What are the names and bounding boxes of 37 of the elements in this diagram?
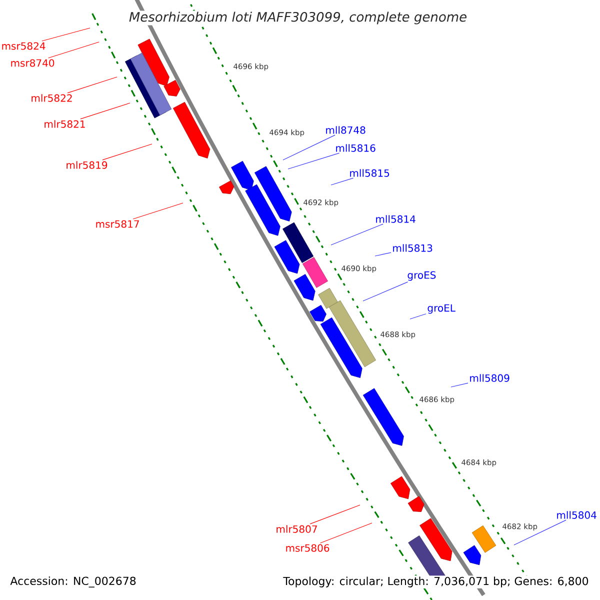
genome-info-text: Topology: circular; Length: 7,036,071 bp; Genes: 6,800: [282, 576, 590, 588]
title: Mesorhizobium loti MAFF303099, complete genome: [128, 10, 468, 26]
leader-line: [330, 178, 354, 186]
accession-text: Accession: NC_002678: [9, 576, 138, 588]
gene-label: groES: [408, 271, 436, 281]
gene-label: mll8748: [326, 126, 366, 134]
leader-line: [67, 76, 118, 94]
gene-label: mll5816: [336, 144, 376, 152]
leader-line: [514, 520, 566, 546]
leader-line: [410, 314, 426, 320]
leader-line: [132, 202, 184, 220]
leader-line: [362, 282, 408, 302]
leader-line: [288, 152, 340, 170]
gene-label: mlr5819: [66, 161, 108, 169]
leader-line: [102, 144, 152, 160]
gene-label: mlr5822: [32, 94, 72, 102]
gene-label: msr5824: [2, 42, 46, 50]
gene-label: mll5804: [557, 511, 596, 519]
gene-label: mll5813: [393, 244, 432, 252]
gene-label: groEL: [428, 304, 456, 314]
gene-label: mll5809: [470, 374, 510, 382]
leader-line: [42, 28, 90, 42]
gene-label: mlr5807: [276, 525, 317, 533]
leader-line: [310, 504, 360, 524]
leader-line: [282, 134, 336, 160]
gene-label: msr5817: [96, 220, 139, 228]
leader-line: [320, 522, 372, 544]
leader-line: [450, 382, 468, 388]
gene-label: mll5814: [376, 215, 416, 223]
gene-label: msr8740: [11, 59, 54, 67]
leader-line: [330, 224, 384, 246]
gene-label: msr5806: [286, 544, 330, 552]
gene-label: mll5815: [350, 169, 390, 177]
leader-line: [48, 42, 100, 58]
leader-line: [80, 102, 130, 120]
leader-line: [374, 252, 392, 256]
gene-label: mlr5821: [44, 120, 85, 128]
